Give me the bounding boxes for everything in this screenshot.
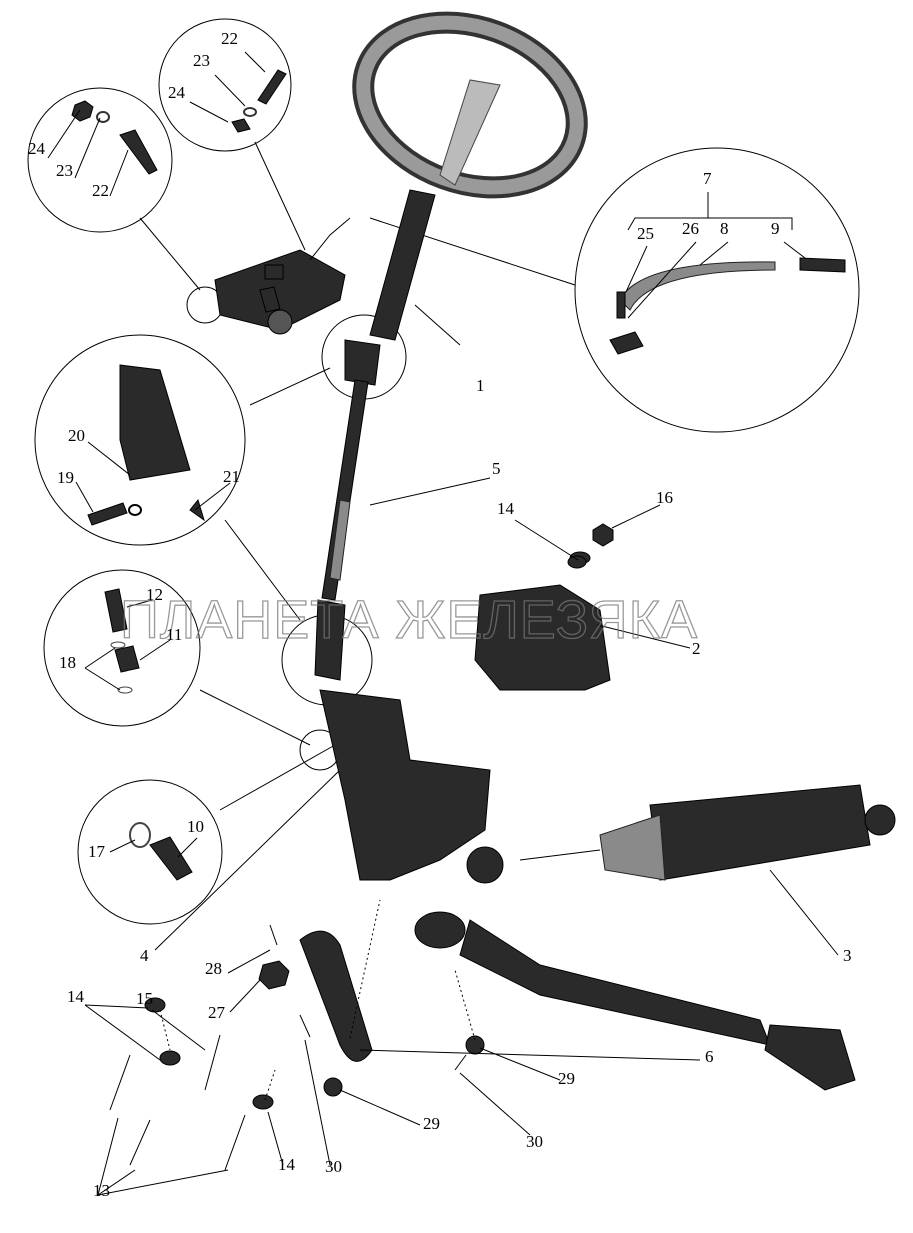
callout: 30 [325,1157,342,1176]
callout: 20 [68,426,85,445]
callout: 17 [88,842,106,861]
callout: 4 [140,946,149,965]
callout: 23 [56,161,73,180]
steering-wheel [352,11,588,199]
callout: 5 [492,459,501,478]
callout: 21 [223,467,240,486]
callout: 30 [526,1132,543,1151]
callout: 19 [57,468,74,487]
callout: 26 [682,219,699,238]
callout: 7 [703,169,712,188]
callout: 16 [656,488,673,507]
callout: 14 [497,499,515,518]
callout: 9 [771,219,780,238]
callout: 24 [168,83,186,102]
column-bracket [214,249,346,331]
steering-gear [319,689,491,881]
callout-labels: 22 23 24 24 23 22 7 25 26 8 9 1 20 19 21… [28,29,852,1200]
callout: 27 [208,1003,226,1022]
callout: 14 [67,987,85,1006]
intermediate-shaft [321,379,369,601]
callout: 15 [136,989,153,1008]
callout: 22 [92,181,109,200]
callout: 1 [476,376,485,395]
callout: 14 [278,1155,296,1174]
callout: 29 [558,1069,575,1088]
power-cylinder [466,784,896,884]
callout: 28 [205,959,222,978]
callout: 6 [705,1047,714,1066]
small-parts [71,69,846,1171]
tie-rod [414,911,856,1091]
callout: 29 [423,1114,440,1133]
pitman-arm [299,930,373,1062]
callout: 25 [637,224,654,243]
steering-column [369,189,436,341]
detail-circle-bolt-left [27,87,173,233]
callout: 24 [28,139,46,158]
callout: 2 [692,639,701,658]
callout: 18 [59,653,76,672]
mounting-bracket [474,584,611,691]
callout: 23 [193,51,210,70]
callout: 12 [146,585,163,604]
detail-circle-fitting [77,779,223,925]
detail-circle-lever [574,147,860,433]
callout: 13 [93,1181,110,1200]
callout: 8 [720,219,729,238]
callout: 22 [221,29,238,48]
callout: 10 [187,817,204,836]
callout: 11 [166,625,182,644]
callout: 3 [843,946,852,965]
watermark: ПЛАНЕТА ЖЕЛЕЗЯКА [120,590,698,650]
